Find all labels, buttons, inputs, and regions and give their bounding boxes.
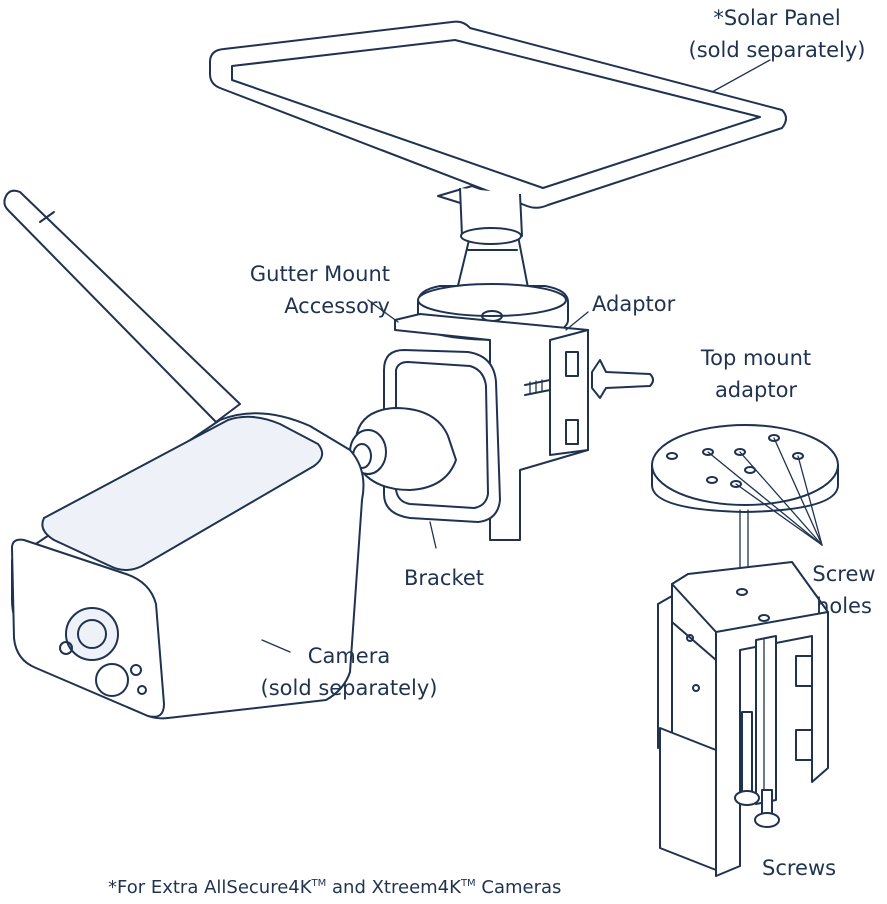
gutter-mount-label-line2: Accessory (284, 294, 390, 318)
bracket-label: Bracket (404, 566, 485, 590)
solar-panel-label-line2: (sold separately) (688, 38, 866, 62)
adaptor-label: Adaptor (592, 292, 676, 316)
footnote-tm-2: TM (460, 878, 476, 889)
camera-body (3, 189, 365, 720)
mount-post (454, 227, 531, 299)
camera-label: Camera (sold separately) (238, 640, 460, 704)
gutter-mount-label-line1: Gutter Mount (249, 262, 390, 286)
screws-label: Screws (762, 856, 837, 880)
solar-panel-label: *Solar Panel (sold separately) (672, 2, 882, 66)
camera-label-line2: (sold separately) (260, 676, 438, 700)
footnote-tm-1: TM (311, 878, 327, 889)
exploded-clamp (657, 561, 829, 877)
camera-bracket (349, 349, 501, 523)
top-mount-adaptor (651, 424, 839, 591)
screw-holes-label: Screw holes (802, 558, 886, 622)
callout-leaders (261, 59, 771, 653)
footnote-middle: and Xtreem4K (326, 877, 461, 898)
screws (734, 711, 780, 828)
top-mount-adaptor-label-line2: adaptor (714, 378, 798, 402)
screw-holes-label-line1: Screw (812, 562, 876, 586)
solar-panel-label-line1: *Solar Panel (713, 6, 841, 30)
footnote: *For Extra AllSecure4KTM and Xtreem4KTM … (108, 868, 561, 904)
camera-label-line1: Camera (307, 644, 391, 668)
gutter-mount-label: Gutter Mount Accessory (206, 258, 390, 322)
top-mount-adaptor-label: Top mount adaptor (676, 342, 836, 406)
footnote-prefix: *For Extra AllSecure4K (108, 877, 312, 898)
solar-panel (209, 20, 787, 237)
screw-holes-label-line2: holes (816, 594, 872, 618)
footnote-suffix: Cameras (475, 877, 562, 898)
top-mount-adaptor-label-line1: Top mount (700, 346, 812, 370)
